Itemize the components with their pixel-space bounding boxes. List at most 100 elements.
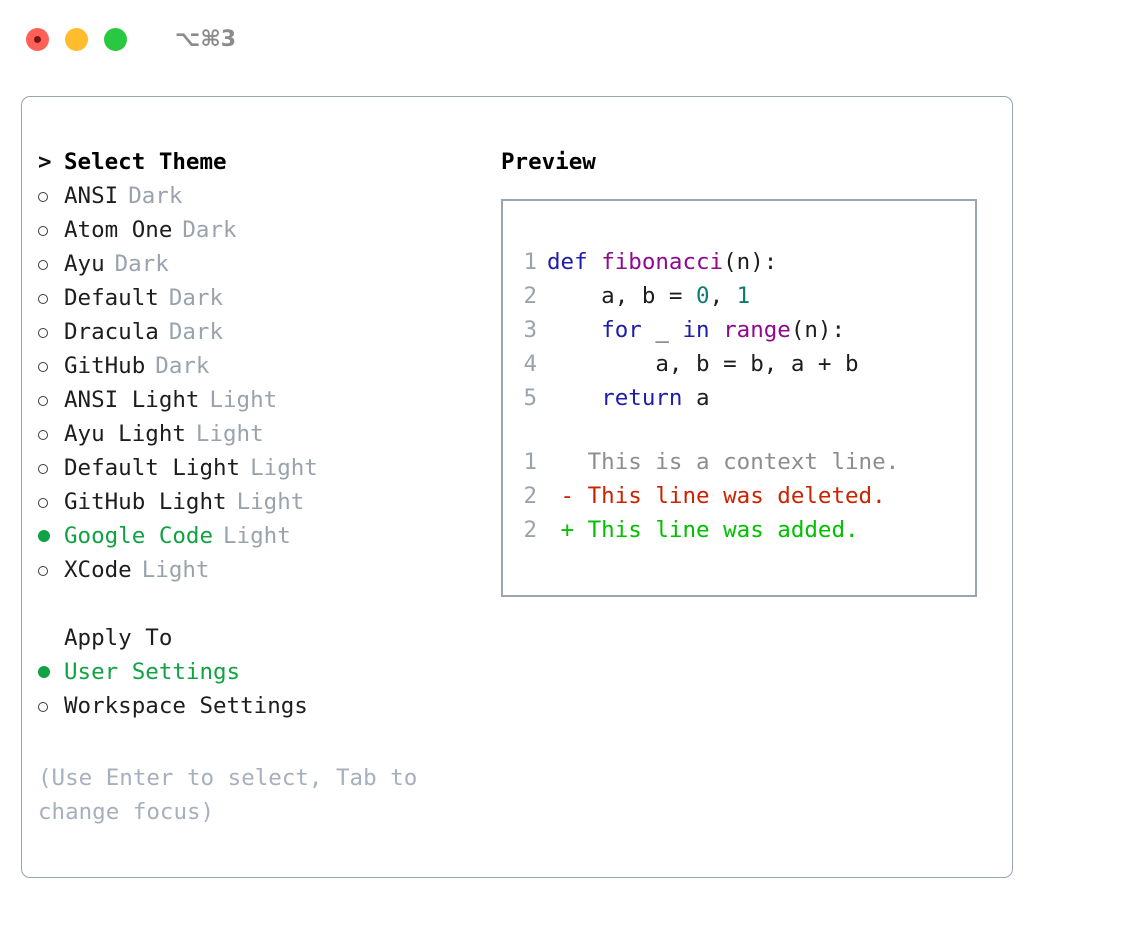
code-line: 4 a, b = b, a + b — [503, 347, 975, 381]
code-token-plain: a, b = — [547, 283, 697, 309]
diff-line-text: This is a context line. — [547, 449, 900, 475]
radio-empty-icon — [38, 383, 64, 417]
code-line: 5 return a — [503, 381, 975, 415]
code-token-keyword: return — [601, 385, 683, 411]
radio-selected-icon — [38, 519, 64, 553]
maximize-button[interactable] — [104, 27, 127, 51]
code-line-text: a, b = b, a + b — [547, 347, 859, 381]
apply-to-option[interactable]: Workspace Settings — [38, 689, 498, 723]
code-line-text: a, b = 0, 1 — [547, 279, 750, 313]
code-token-keyword: in — [682, 317, 710, 343]
select-theme-heading: > Select Theme — [38, 145, 498, 179]
theme-list-item[interactable]: GitHub Dark — [38, 349, 498, 383]
theme-name-label: Default Light — [64, 455, 241, 481]
theme-variant-label: Light — [209, 387, 278, 413]
apply-to-option-label: User Settings — [64, 659, 241, 685]
theme-list-item[interactable]: Atom One Dark — [38, 213, 498, 247]
diff-line: 2 - This line was deleted. — [503, 479, 975, 513]
code-line-text: def fibonacci(n): — [547, 245, 777, 279]
theme-name-label: ANSI — [64, 183, 119, 209]
minimize-button[interactable] — [65, 27, 88, 51]
keyboard-shortcut-label: ⌥⌘3 — [175, 26, 237, 52]
diff-line-text: - This line was deleted. — [547, 483, 886, 509]
preview-spacer — [503, 415, 975, 445]
preview-title: Preview — [501, 149, 596, 175]
radio-empty-icon — [38, 553, 64, 587]
theme-name-label: Atom One — [64, 217, 173, 243]
radio-empty-icon — [38, 247, 64, 281]
code-token-number: 0 — [696, 283, 710, 309]
radio-empty-icon — [38, 417, 64, 451]
diff-line-number: 2 — [523, 483, 537, 509]
theme-list-item[interactable]: XCode Light — [38, 553, 498, 587]
theme-list-item[interactable]: Default Dark — [38, 281, 498, 315]
code-line-text: return a — [547, 381, 710, 415]
theme-variant-label: Light — [141, 557, 210, 583]
radio-empty-icon — [38, 213, 64, 247]
code-line-number: 3 — [523, 317, 537, 343]
radio-empty-icon — [38, 451, 64, 485]
title-bar: ⌥⌘3 — [0, 0, 1140, 78]
theme-name-label: Ayu — [64, 251, 105, 277]
theme-name-label: Ayu Light — [64, 421, 186, 447]
code-token-function: fibonacci — [601, 249, 724, 275]
diff-line: 2 + This line was added. — [503, 513, 975, 547]
theme-list-item[interactable]: Ayu Dark — [38, 247, 498, 281]
code-line-number: 4 — [523, 351, 537, 377]
theme-variant-label: Light — [236, 489, 305, 515]
theme-name-label: Default — [64, 285, 159, 311]
theme-list-item[interactable]: Default Light Light — [38, 451, 498, 485]
code-token-plain — [710, 317, 724, 343]
diff-line-text: + This line was added. — [547, 517, 859, 543]
theme-variant-label: Dark — [168, 285, 224, 311]
select-theme-heading-label: Select Theme — [64, 149, 227, 175]
traffic-light-group — [26, 27, 127, 51]
theme-variant-label: Dark — [114, 251, 169, 277]
radio-empty-icon — [38, 485, 64, 519]
code-line: 2 a, b = 0, 1 — [503, 279, 975, 313]
apply-to-option[interactable]: User Settings — [38, 655, 498, 689]
code-token-plain: a, b = b, a + b — [547, 351, 859, 377]
code-line: 3 for _ in range(n): — [503, 313, 975, 347]
apply-to-heading: Apply To — [38, 621, 498, 655]
theme-name-label: XCode — [64, 557, 132, 583]
radio-empty-icon — [38, 179, 64, 213]
code-token-keyword: def — [547, 249, 602, 275]
code-token-plain: (n): — [790, 317, 846, 343]
theme-variant-label: Dark — [155, 353, 210, 379]
code-line-text: for _ in range(n): — [547, 313, 845, 347]
code-token-plain — [547, 385, 601, 411]
theme-name-label: ANSI Light — [64, 387, 200, 413]
theme-variant-label: Dark — [128, 183, 183, 209]
diff-line-number: 1 — [523, 449, 537, 475]
close-button[interactable] — [26, 27, 49, 51]
theme-variant-label: Light — [250, 455, 318, 481]
radio-selected-icon — [38, 655, 64, 689]
code-token-plain: , — [709, 283, 737, 309]
radio-empty-icon — [38, 315, 64, 349]
theme-list-item[interactable]: ANSI Light Light — [38, 383, 498, 417]
code-token-keyword: for — [601, 317, 642, 343]
keyboard-hint-text: (Use Enter to select, Tab to change focu… — [38, 765, 418, 825]
theme-name-label: Dracula — [64, 319, 159, 345]
apply-to-heading-label: Apply To — [64, 625, 173, 651]
theme-list-item[interactable]: ANSI Dark — [38, 179, 498, 213]
theme-name-label: GitHub — [64, 353, 146, 379]
theme-variant-label: Light — [223, 523, 291, 549]
code-token-number: 1 — [736, 283, 751, 309]
apply-to-option-label: Workspace Settings — [64, 693, 308, 719]
code-token-plain: _ — [641, 317, 683, 343]
code-token-plain: a — [682, 385, 710, 411]
theme-variant-label: Dark — [182, 217, 237, 243]
